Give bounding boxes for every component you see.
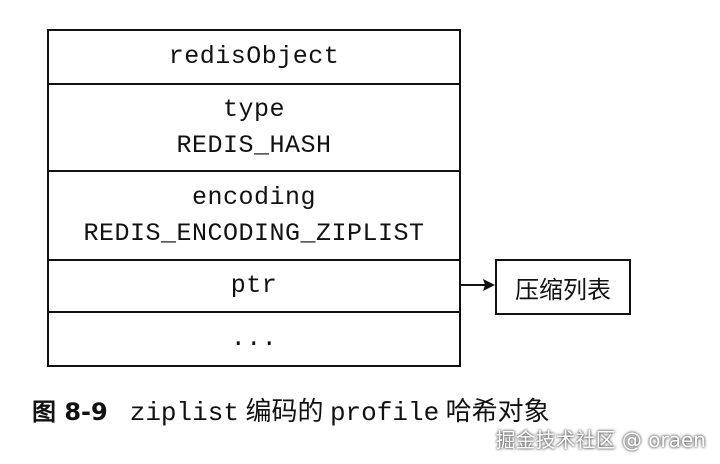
figure-caption: 图 8-9 ziplist 编码的 profile 哈希对象 (32, 391, 550, 428)
struct-header-row: redisObject (49, 31, 459, 85)
ziplist-target-box: 压缩列表 (495, 259, 631, 315)
ellipsis-row: ... (49, 313, 459, 365)
encoding-field-row: encoding REDIS_ENCODING_ZIPLIST (49, 172, 459, 261)
encoding-field-value: REDIS_ENCODING_ZIPLIST (83, 218, 425, 248)
type-field-value: REDIS_HASH (176, 130, 332, 160)
caption-part3: profile (329, 398, 440, 428)
caption-part1: ziplist (129, 398, 239, 428)
type-field-label: type (222, 94, 285, 124)
encoding-field-label: encoding (191, 182, 317, 212)
caption-part4: 哈希对象 (439, 397, 550, 426)
caption-part2: 编码的 (238, 397, 330, 426)
figure-number: 图 8-9 (32, 398, 108, 426)
ptr-field-row: ptr (49, 261, 459, 313)
ziplist-target-label: 压缩列表 (515, 275, 611, 304)
pointer-arrow (461, 279, 495, 291)
redis-object-struct: redisObject type REDIS_HASH encoding RED… (47, 29, 461, 367)
watermark: 掘金技术社区 @ oraen (495, 428, 706, 452)
type-field-row: type REDIS_HASH (49, 85, 459, 172)
struct-header: redisObject (168, 42, 340, 71)
ellipsis-label: ... (230, 324, 278, 353)
ptr-field-label: ptr (230, 271, 278, 300)
